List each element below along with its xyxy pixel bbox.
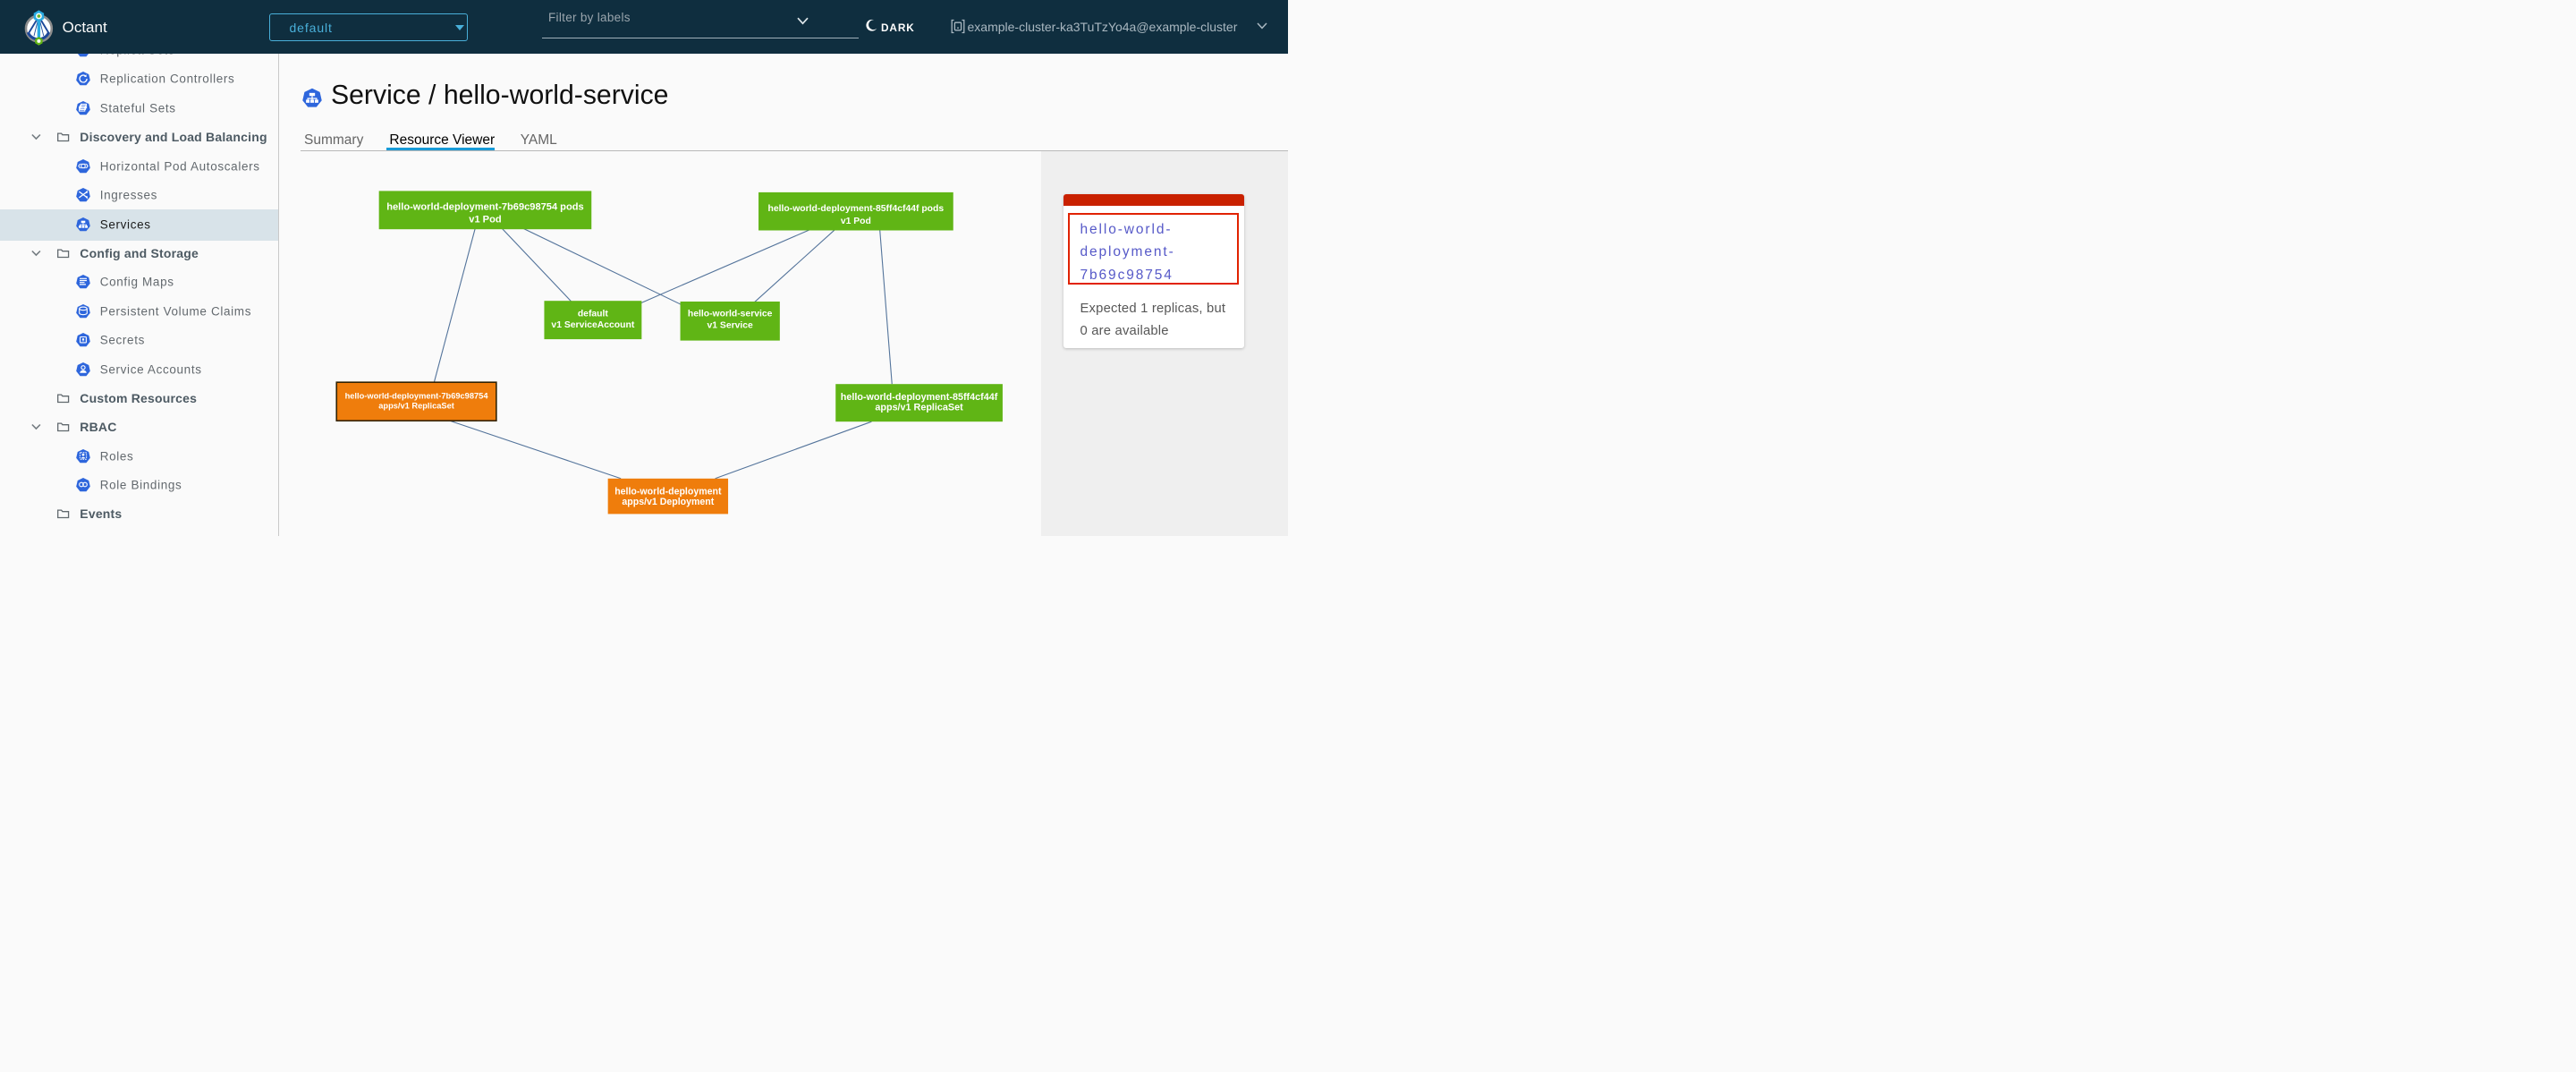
svg-text:hello-world-service: hello-world-service [688,309,773,319]
svg-text:v1 Pod: v1 Pod [841,217,871,226]
svg-text:apps/v1 ReplicaSet: apps/v1 ReplicaSet [378,401,454,410]
svg-text:apps/v1 Deployment: apps/v1 Deployment [622,497,714,507]
svg-text:hello-world-deployment-7b69c98: hello-world-deployment-7b69c98754 [344,391,488,400]
svg-text:v1 ServiceAccount: v1 ServiceAccount [551,320,634,330]
svg-text:hello-world-deployment: hello-world-deployment [614,486,722,497]
svg-text:v1 Pod: v1 Pod [469,214,502,225]
svg-text:hello-world-deployment-85ff4cf: hello-world-deployment-85ff4cf44f [841,392,998,403]
svg-text:hello-world-deployment-7b69c98: hello-world-deployment-7b69c98754 pods [386,201,583,212]
svg-text:v1 Service: v1 Service [707,320,753,330]
svg-text:default: default [578,309,609,319]
svg-text:apps/v1 ReplicaSet: apps/v1 ReplicaSet [875,402,963,413]
svg-text:hello-world-deployment-85ff4cf: hello-world-deployment-85ff4cf44f pods [767,204,944,214]
